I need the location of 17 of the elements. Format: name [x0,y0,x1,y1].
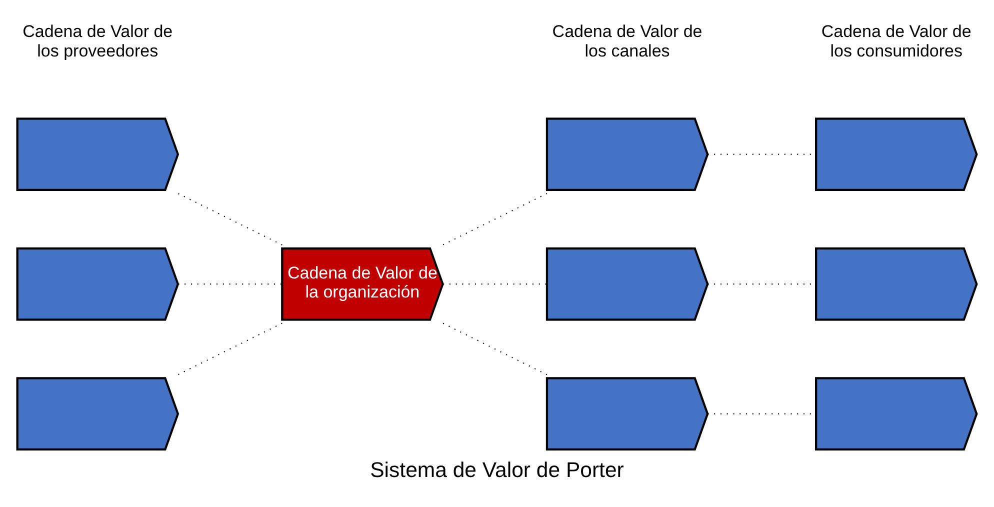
node-pentagon [16,247,180,321]
caption: Sistema de Valor de Porter [370,458,624,482]
node-pentagon [546,247,709,321]
label: Cadena de Valor de los consumidores [821,22,972,60]
node-pentagon [815,377,978,451]
node-pentagon [815,118,978,192]
label: Cadena de Valor de los proveedores [22,22,173,60]
node-pentagon [546,118,709,192]
label: Cadena de Valor de los canales [552,22,702,60]
node-pentagon [546,377,709,451]
node-pentagon [16,118,180,192]
node-pentagon [815,247,978,321]
node-pentagon [16,377,180,451]
connector [178,322,282,376]
connector [178,193,282,246]
connector [442,193,548,246]
connector [442,322,548,376]
